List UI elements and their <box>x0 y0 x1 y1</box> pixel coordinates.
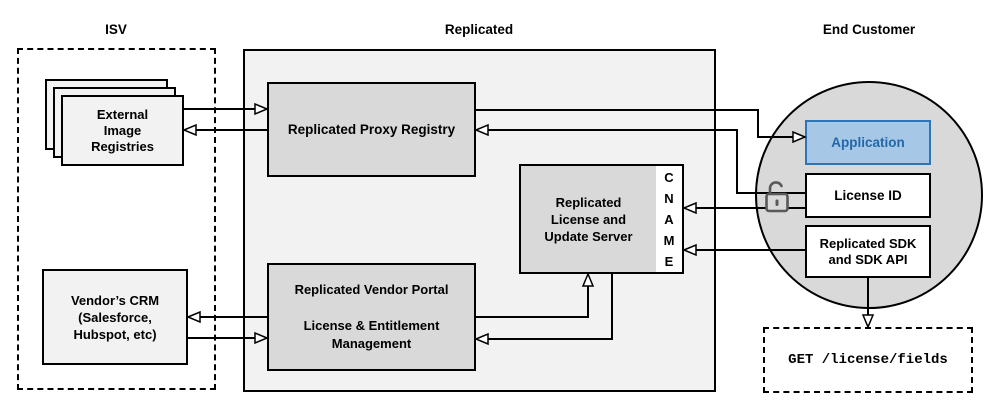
open-padlock-icon <box>764 179 790 213</box>
node-replicated-vendor-portal: Replicated Vendor Portal License & Entit… <box>267 263 476 371</box>
get-license-fields-label: GET /license/fields <box>788 352 948 368</box>
section-label-replicated: Replicated <box>444 22 514 37</box>
node-replicated-license-update-server: Replicated License and Update Server <box>519 164 658 274</box>
section-label-end-customer: End Customer <box>822 22 916 37</box>
node-cname: C N A M E <box>656 164 684 274</box>
section-label-isv: ISV <box>105 22 127 37</box>
node-get-license-fields: GET /license/fields <box>763 327 973 393</box>
node-vendors-crm: Vendor’s CRM (Salesforce, Hubspot, etc) <box>42 269 188 365</box>
node-external-image-registries: External Image Registries <box>61 95 184 166</box>
node-application: Application <box>805 120 931 165</box>
node-replicated-sdk: Replicated SDK and SDK API <box>805 225 931 278</box>
node-replicated-proxy-registry: Replicated Proxy Registry <box>267 82 476 177</box>
node-license-id: License ID <box>805 173 931 218</box>
